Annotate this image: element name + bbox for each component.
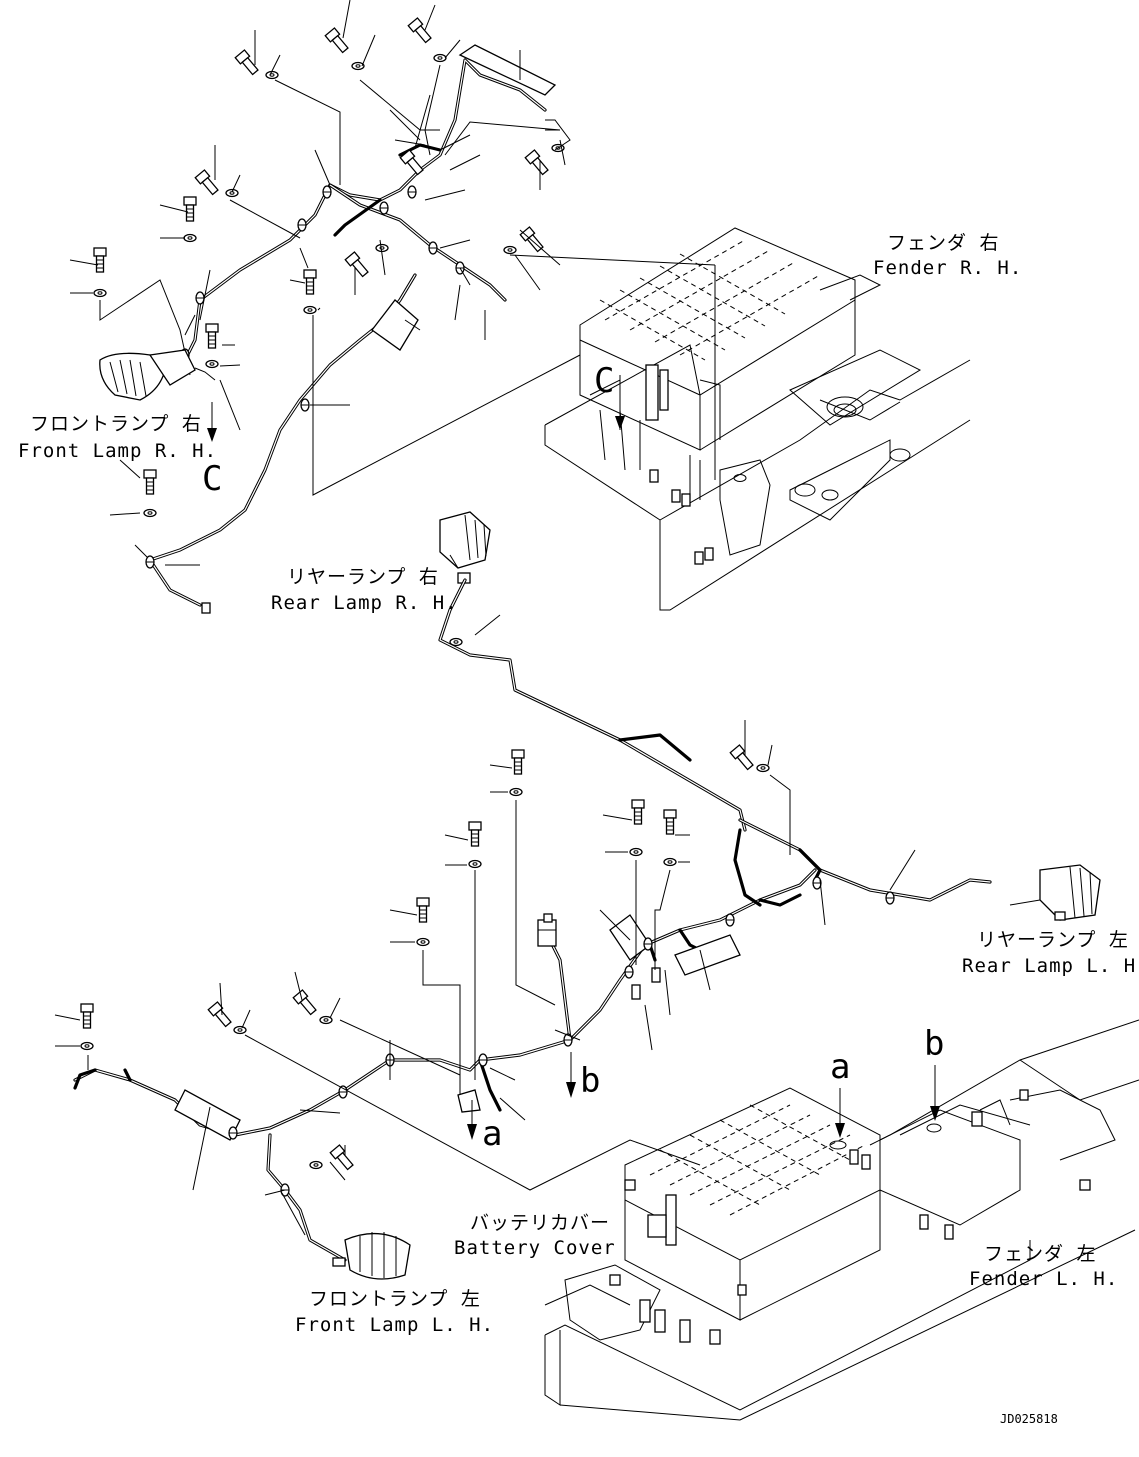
fender-lh-structure (544, 1019, 1139, 1421)
front-lamp-lh (332, 1232, 411, 1280)
a-upper-text: a (830, 1047, 850, 1087)
battery-cover-label-jp: バッテリカバー (470, 1212, 610, 1234)
front-lamp-lh-label-jp: フロントランプ 左 (309, 1288, 481, 1310)
rear-cable (438, 578, 992, 905)
a-lower-text: a (482, 1114, 502, 1154)
fender-rh-label-jp: フェンダ 右 (887, 232, 999, 254)
fender-rh-label-en: Fender R. H. (873, 257, 1022, 279)
rear-lamp-lh-label-en: Rear Lamp L. H. (962, 955, 1139, 977)
c-lower-text: C (594, 361, 614, 401)
front-lamp-rh (99, 349, 216, 401)
c-upper-text: C (202, 459, 222, 499)
front-lamp-rh-label-en: Front Lamp R. H. (18, 440, 217, 462)
front-lamp-rh-label-jp: フロントランプ 右 (30, 413, 202, 435)
lower-leaders (54, 720, 826, 1236)
callout-b-lower: b (566, 1052, 600, 1101)
fuse-label (458, 44, 557, 96)
callout-a-upper: a (830, 1047, 850, 1138)
upper-leaders (69, 0, 716, 566)
callout-c-lower: C (594, 361, 625, 430)
fender-lh-label-jp: フェンダ 左 (984, 1243, 1096, 1265)
lower-harness (73, 828, 822, 1262)
b-upper-text: b (924, 1024, 944, 1064)
front-lamp-lh-label-en: Front Lamp L. H. (295, 1314, 494, 1336)
rear-lamp-lh (1009, 864, 1101, 921)
upper-harness (134, 44, 557, 614)
rear-lamp-rh-label-jp: リヤーランプ 右 (287, 566, 439, 588)
labels: フェンダ 右 Fender R. H. フロントランプ 右 Front Lamp… (18, 232, 1139, 1426)
rear-lamp-lh-label-jp: リヤーランプ 左 (977, 929, 1129, 951)
callout-a-lower: a (467, 1100, 502, 1154)
tag-label-rh (371, 299, 419, 351)
callout-c-upper: C (202, 402, 222, 499)
battery-cover-label-en: Battery Cover (454, 1237, 616, 1259)
fender-lh-label-en: Fender L. H. (969, 1268, 1118, 1290)
fender-rh-structure (544, 227, 971, 611)
tag-label-lh (174, 1089, 241, 1141)
tag-label-center (609, 914, 741, 976)
drawing-code: JD025818 (1000, 1412, 1058, 1426)
rear-lamp-rh-label-en: Rear Lamp R. H. (271, 592, 458, 614)
connector-block (537, 913, 557, 947)
callout-b-upper: b (924, 1024, 944, 1121)
b-lower-text: b (580, 1061, 600, 1101)
rear-lamp-rh (439, 511, 491, 584)
